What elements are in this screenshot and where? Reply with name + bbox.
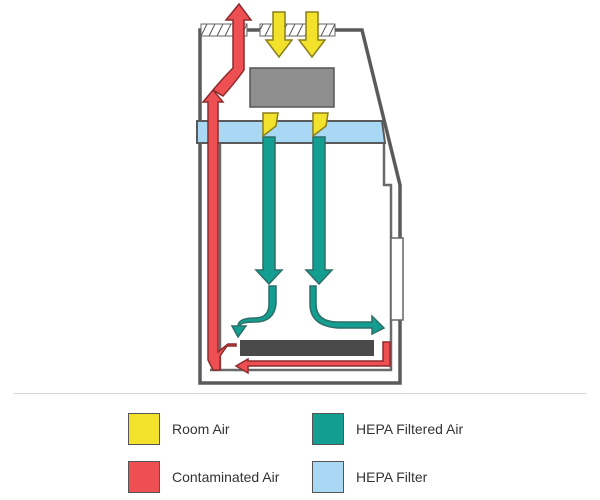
- contaminated-air-bottom: [234, 341, 391, 375]
- legend-label: HEPA Filter: [356, 469, 428, 485]
- legend-label: Room Air: [172, 421, 230, 437]
- room-air-arrow-left: [264, 11, 294, 59]
- blower-motor: [249, 67, 335, 108]
- room-air-into-filter-right: [312, 112, 329, 138]
- inner-work-area: [210, 143, 393, 372]
- cabinet-outline: [198, 28, 402, 385]
- filtered-air-left-stream: [254, 136, 284, 286]
- sash-window: [390, 237, 404, 321]
- legend-item-hepa-filter: HEPA Filter: [312, 461, 427, 493]
- room-air-swatch: [128, 413, 160, 445]
- contaminated-air-return: [201, 88, 237, 371]
- work-surface: [240, 340, 374, 356]
- biosafety-cabinet-diagram: [196, 2, 404, 385]
- contaminated-air-swatch: [128, 461, 160, 493]
- filtered-air-left-curve: [230, 285, 277, 339]
- legend-item-contaminated-air: Contaminated Air: [128, 461, 279, 493]
- filtered-air-right-stream: [304, 136, 334, 286]
- room-air-arrow-right: [297, 11, 327, 59]
- room-air-into-filter-left: [262, 112, 279, 138]
- legend-label: HEPA Filtered Air: [356, 421, 464, 437]
- hepa-filter-swatch: [312, 461, 344, 493]
- legend-divider: [14, 393, 586, 394]
- contaminated-air-exhaust: [211, 2, 253, 97]
- filtered-air-right-curve: [309, 285, 386, 336]
- exhaust-coil-right: [259, 23, 336, 37]
- hepa-filtered-air-swatch: [312, 413, 344, 445]
- legend-item-room-air: Room Air: [128, 413, 230, 445]
- hepa-filter: [196, 120, 387, 144]
- legend-label: Contaminated Air: [172, 469, 280, 485]
- legend-item-hepa-filtered-air: HEPA Filtered Air: [312, 413, 463, 445]
